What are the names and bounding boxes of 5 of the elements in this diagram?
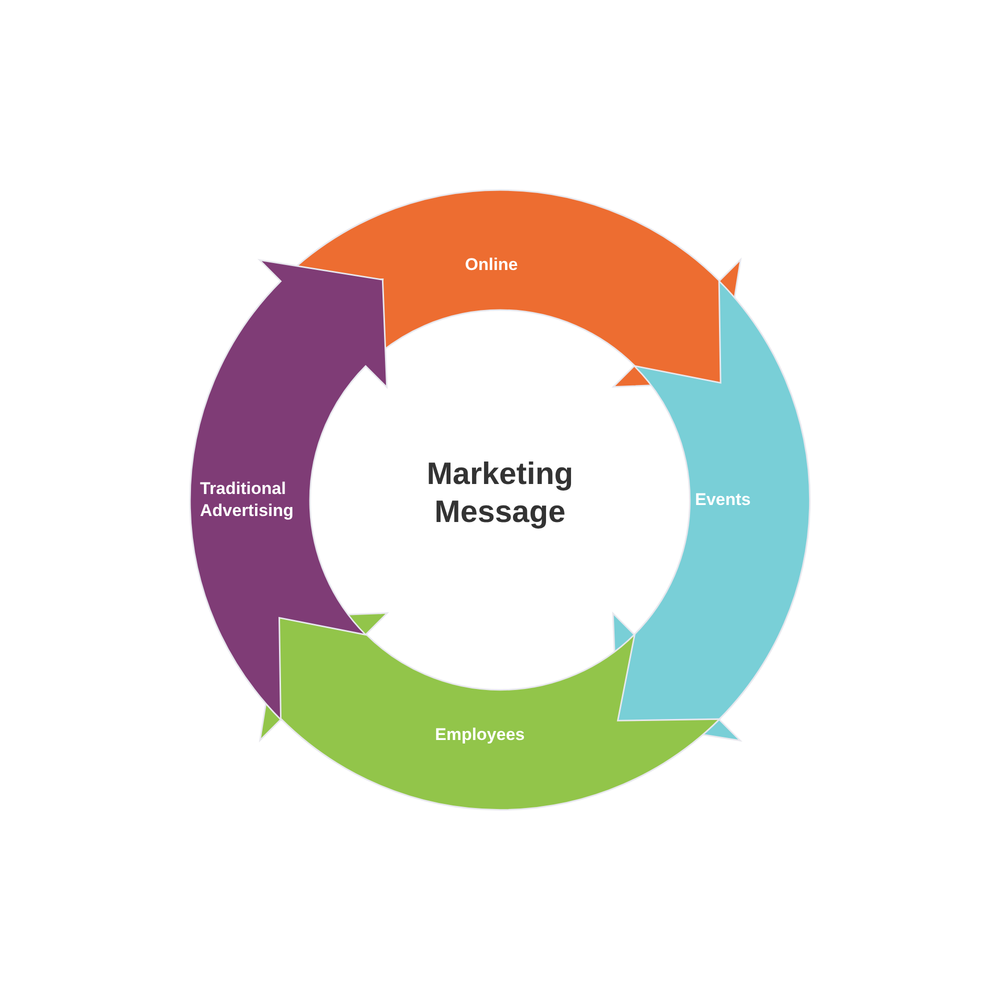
arrow-label: Events bbox=[694, 488, 752, 511]
center-title: Marketing Message bbox=[426, 455, 574, 531]
arrow-label: Employees bbox=[434, 724, 526, 746]
arrow-label: Traditional Advertising bbox=[200, 478, 295, 522]
arrow-label: Online bbox=[464, 254, 519, 276]
